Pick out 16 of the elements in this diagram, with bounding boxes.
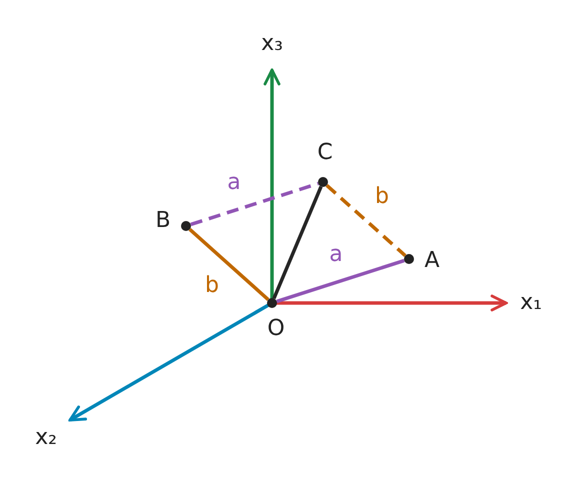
- axis-label: x₁: [520, 292, 542, 314]
- point-dot: [267, 298, 277, 308]
- point-dot: [181, 221, 191, 231]
- line-segment: [276, 258, 405, 304]
- axis-label: x₃: [261, 33, 283, 55]
- line-segment: [188, 228, 270, 301]
- point-label: O: [267, 318, 285, 340]
- point-dot: [404, 254, 414, 264]
- dashed-line: [326, 184, 406, 257]
- line-segment: [272, 186, 323, 300]
- axis-label: x₂: [35, 427, 57, 449]
- dashed-line: [190, 182, 319, 226]
- point-label: C: [317, 142, 333, 164]
- point-label: A: [424, 250, 440, 272]
- point-dot: [318, 177, 328, 187]
- point-label: B: [155, 210, 171, 232]
